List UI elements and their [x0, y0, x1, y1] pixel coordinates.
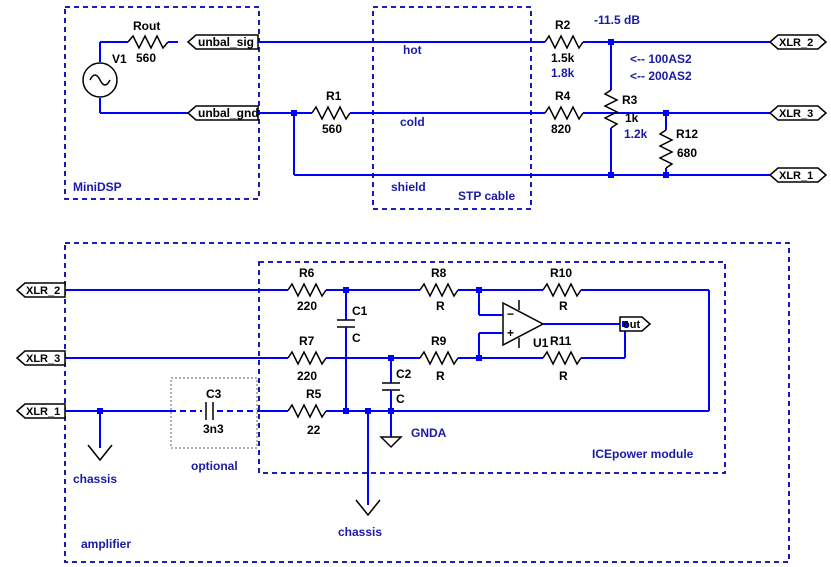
- r6-label: R6: [299, 266, 315, 280]
- unbal-sig-label: unbal_sig: [198, 35, 254, 49]
- r7-label: R7: [299, 334, 315, 348]
- optional-box: [170, 377, 258, 449]
- rout-label: Rout: [133, 19, 160, 33]
- voltage-source-v1: [82, 41, 188, 114]
- hot-label: hot: [403, 43, 422, 57]
- r10-label: R10: [550, 266, 572, 280]
- r5-value: 22: [307, 423, 321, 437]
- chassis-ground-left: [87, 444, 113, 462]
- out-label: out: [623, 319, 640, 331]
- r2-value: 1.5k: [551, 51, 575, 65]
- xlr1-flag-top: [768, 167, 828, 183]
- c1-label: C1: [352, 304, 368, 318]
- c3-label: C3: [206, 387, 222, 401]
- r3-alt-value: 1.2k: [624, 127, 648, 141]
- opamp-plus-sign: +: [507, 326, 514, 340]
- optional-label: optional: [191, 459, 238, 473]
- r1-label: R1: [326, 89, 342, 103]
- xlr1-label-top: XLR_1: [779, 170, 813, 182]
- resistor-r8: [419, 282, 459, 298]
- c1-value: C: [352, 331, 361, 345]
- v1-label: V1: [112, 52, 127, 66]
- xlr1-label-bottom: XLR_1: [26, 406, 60, 418]
- rout-value: 560: [136, 51, 156, 65]
- chassis-label-center: chassis: [338, 525, 382, 539]
- r10-value: R: [559, 299, 568, 313]
- minidsp-label: MiniDSP: [73, 180, 122, 194]
- r12-value: 680: [677, 146, 697, 160]
- r5-label: R5: [306, 387, 322, 401]
- unbal-gnd-label: unbal_gnd: [198, 106, 259, 120]
- r4-value: 820: [551, 122, 571, 136]
- r7-value: 220: [297, 369, 317, 383]
- r3-label: R3: [622, 93, 638, 107]
- resistor-r10: [542, 282, 582, 298]
- u1-label: U1: [533, 336, 549, 350]
- resistor-r7: [287, 350, 327, 366]
- r3-value: 1k: [625, 111, 639, 125]
- resistor-r4: [544, 105, 584, 121]
- resistor-r9: [419, 350, 459, 366]
- xlr2-label-bottom: XLR_2: [26, 285, 60, 297]
- chassis-ground-center: [355, 499, 381, 517]
- resistor-rout: [127, 34, 169, 50]
- xlr3-label-top: XLR_3: [779, 108, 813, 120]
- resistor-r12: [658, 129, 674, 169]
- c3-value: 3n3: [203, 422, 224, 436]
- xlr3-label-bottom: XLR_3: [26, 353, 60, 365]
- r6-value: 220: [297, 299, 317, 313]
- r2-alt-value: 1.8k: [551, 66, 575, 80]
- shield-label: shield: [391, 180, 426, 194]
- stp-cable-label: STP cable: [458, 189, 515, 203]
- minidsp-box: [64, 6, 260, 200]
- r11-value: R: [559, 369, 568, 383]
- r8-label: R8: [431, 266, 447, 280]
- r8-value: R: [436, 299, 445, 313]
- icepower-box: [258, 261, 726, 474]
- r11-label: R11: [550, 334, 572, 348]
- r12-label: R12: [676, 127, 698, 141]
- stp-cable-box: [372, 6, 532, 210]
- opamp-minus-sign: −: [507, 307, 514, 321]
- resistor-r11: [542, 350, 582, 366]
- c2-label: C2: [396, 367, 412, 381]
- resistor-r5: [287, 403, 327, 419]
- icepower-label: ICEpower module: [592, 447, 694, 461]
- xlr3-flag-top: [768, 105, 828, 121]
- xlr2-label-top: XLR_2: [779, 37, 813, 49]
- opamp-u1: [502, 301, 545, 347]
- chassis-label-left: chassis: [73, 472, 117, 486]
- amplifier-label: amplifier: [81, 537, 131, 551]
- resistor-r6: [287, 282, 327, 298]
- note-100as2: <-- 100AS2: [630, 52, 692, 66]
- r2-label: R2: [555, 18, 571, 32]
- cold-label: cold: [400, 115, 425, 129]
- resistor-r3: [603, 89, 619, 129]
- gnda-symbol: [379, 436, 403, 449]
- c2-value: C: [396, 392, 405, 406]
- note-200as2: <-- 200AS2: [630, 69, 692, 83]
- r4-label: R4: [555, 89, 571, 103]
- xlr2-flag-top: [768, 34, 828, 50]
- gain-db-label: -11.5 dB: [594, 13, 640, 27]
- r1-value: 560: [322, 122, 342, 136]
- gnda-label: GNDA: [411, 426, 447, 440]
- out-flag: [619, 316, 652, 332]
- r9-value: R: [436, 369, 445, 383]
- resistor-r2: [544, 34, 584, 50]
- resistor-r1: [311, 105, 351, 121]
- r9-label: R9: [431, 334, 447, 348]
- amplifier-box: [64, 242, 790, 563]
